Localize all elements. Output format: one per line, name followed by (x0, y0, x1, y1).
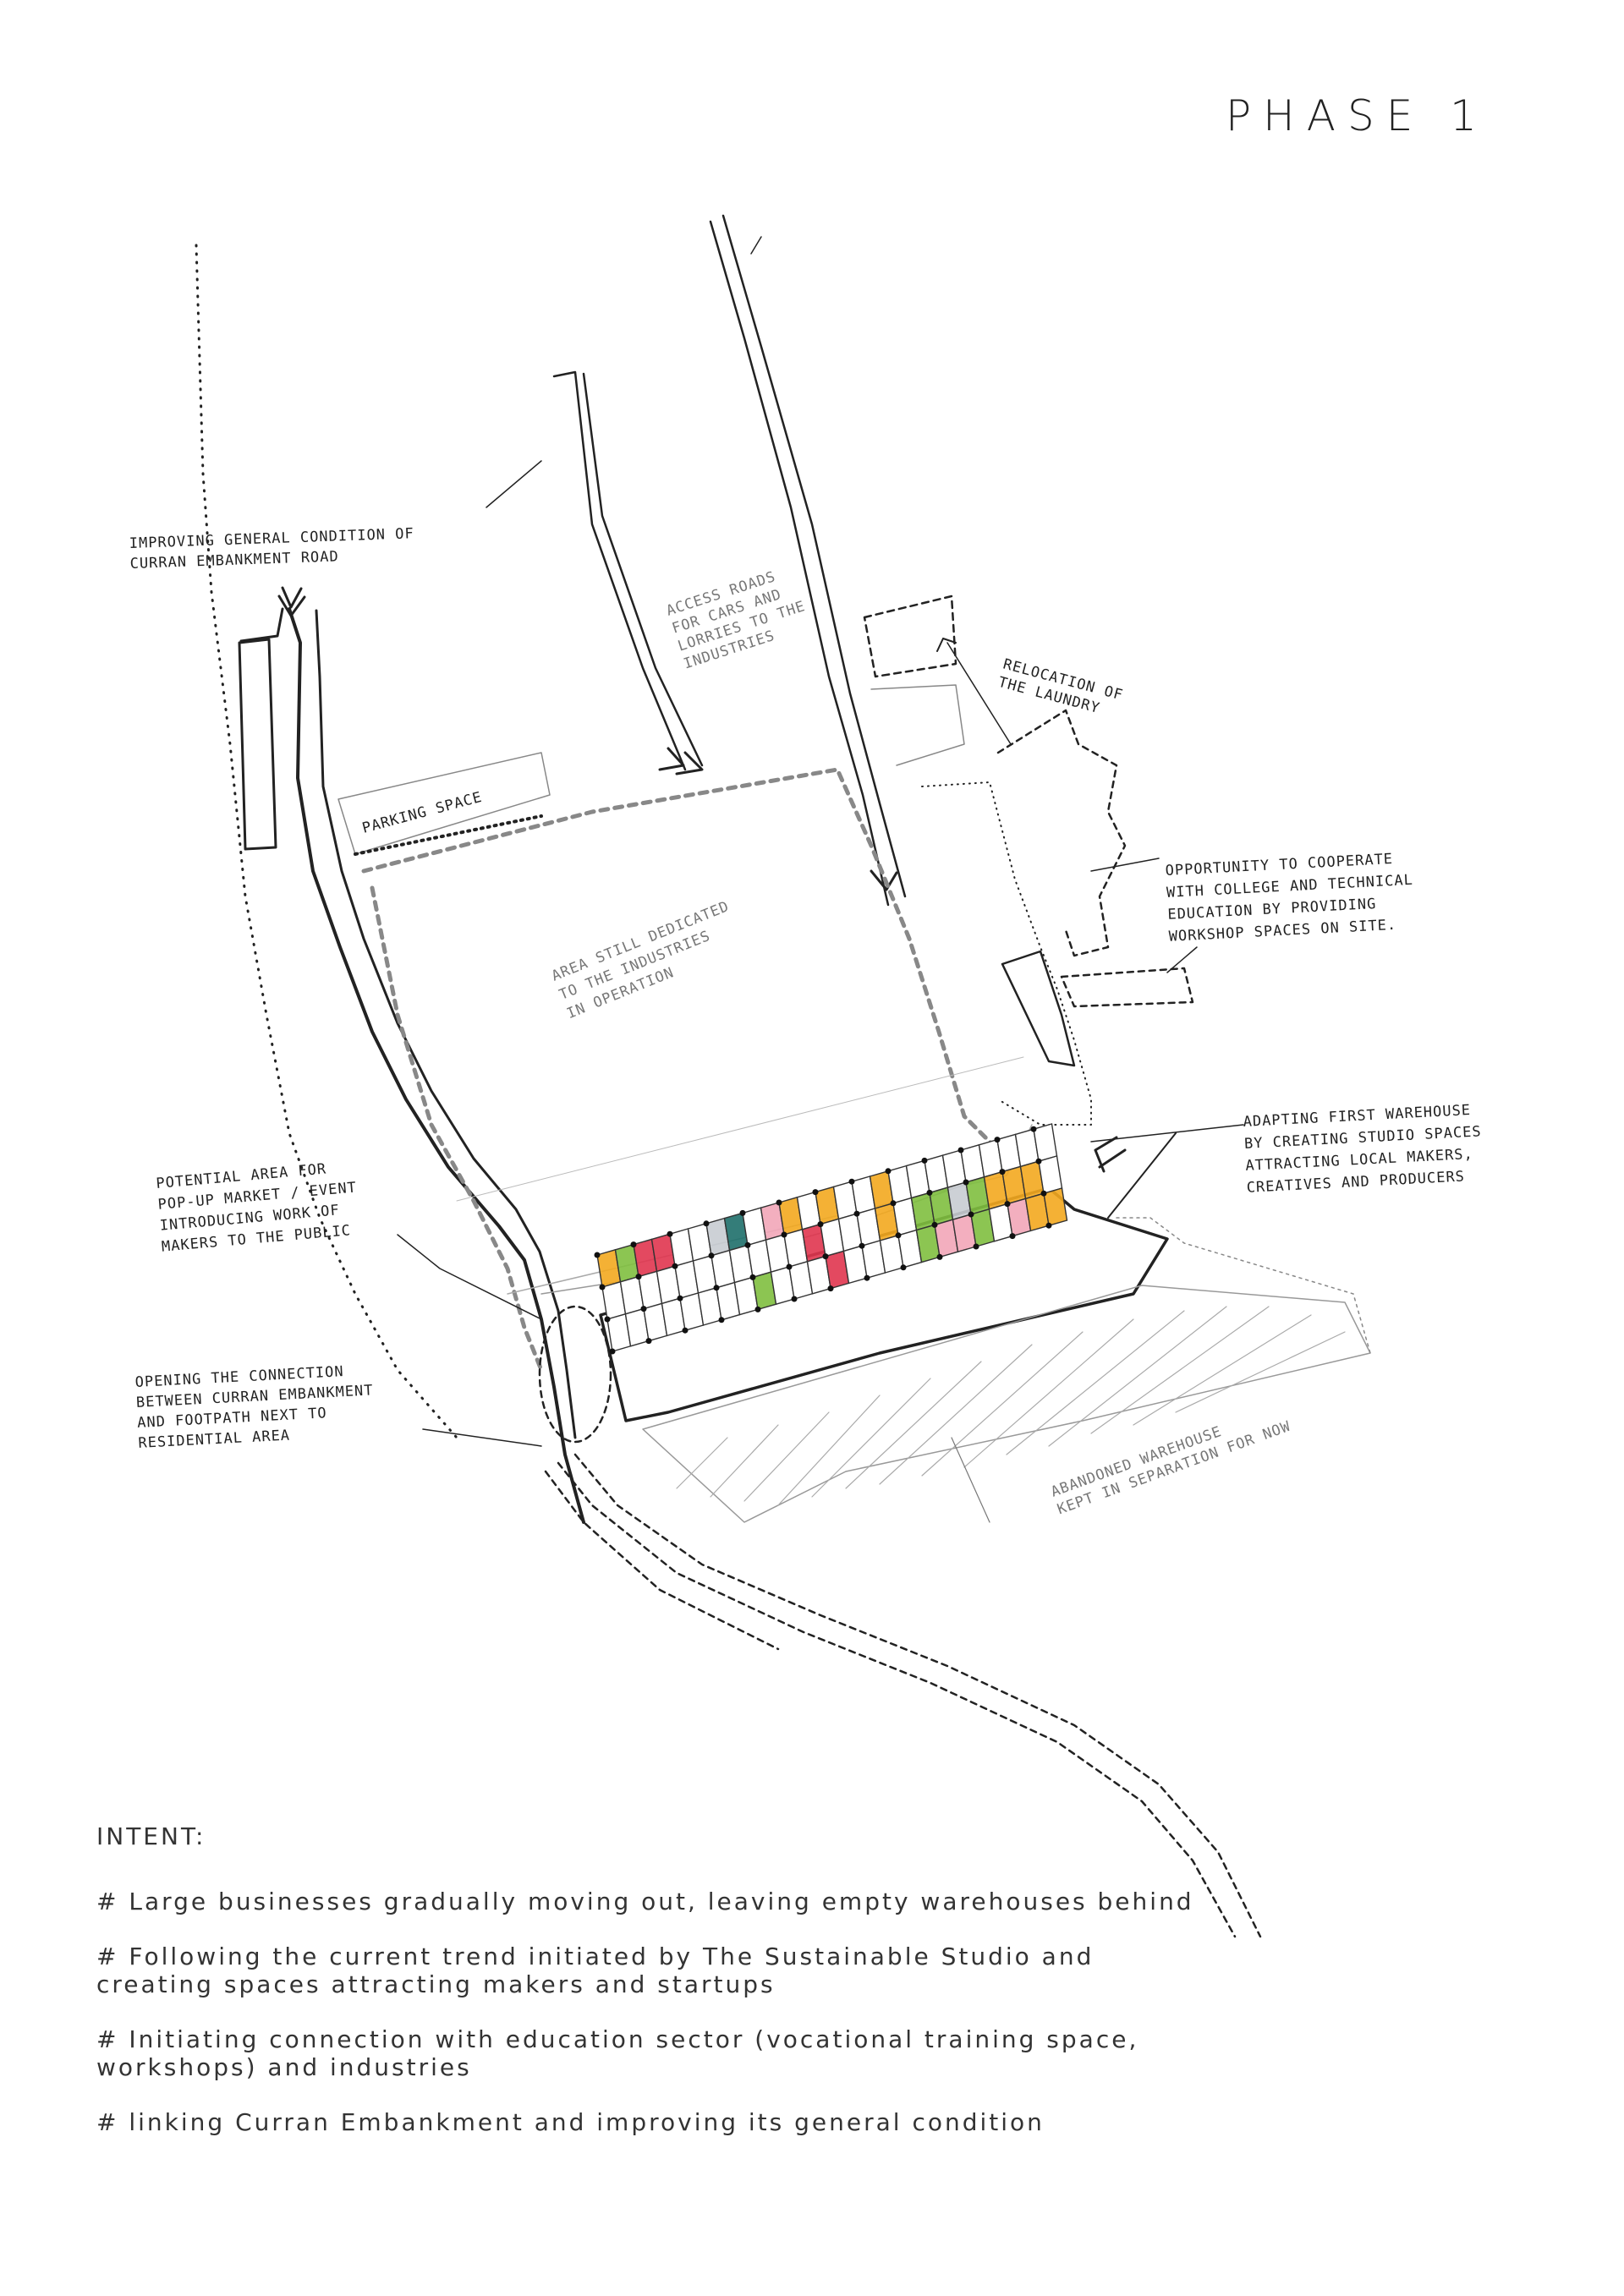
parking-area (337, 752, 551, 855)
column-post (936, 1253, 943, 1260)
column-post (635, 1274, 642, 1280)
column-post (1035, 1158, 1042, 1164)
column-post (827, 1285, 834, 1292)
footpath-dashed (557, 1461, 1237, 1938)
road-arrow-icon (277, 586, 306, 617)
college-area-dashed (996, 709, 1127, 957)
studio-grid (594, 1123, 1068, 1355)
column-post (973, 1243, 979, 1250)
column-post (754, 1306, 761, 1312)
intent-item: # Following the current trend initiated … (96, 1943, 1095, 1998)
column-post (781, 1231, 787, 1238)
column-post (667, 1230, 673, 1237)
note-parking: PARKING SPACE (360, 789, 484, 837)
column-post (900, 1264, 907, 1271)
column-post (853, 1210, 860, 1217)
access-road-left (552, 370, 687, 771)
warehouse-arrow-icon (1094, 1136, 1127, 1173)
column-post (718, 1317, 725, 1323)
column-post (999, 1169, 1006, 1175)
column-post (713, 1285, 720, 1291)
column-post (645, 1338, 652, 1345)
column-post (672, 1263, 678, 1269)
note-road-line-1: IMPROVING GENERAL CONDITION OF (129, 525, 414, 552)
column-post (931, 1221, 938, 1228)
column-post (1030, 1126, 1037, 1132)
column-post (708, 1252, 715, 1259)
column-post (822, 1253, 829, 1260)
column-post (968, 1211, 974, 1218)
column-post (957, 1147, 964, 1153)
column-post (921, 1157, 928, 1164)
column-post (1009, 1233, 1016, 1240)
note-warehouse: ADAPTING FIRST WAREHOUSE BY CREATING STU… (1243, 1102, 1482, 1197)
column-post (677, 1295, 683, 1301)
note-connection-line-4: RESIDENTIAL AREA (138, 1427, 291, 1452)
curran-embankment-road (288, 607, 585, 1524)
column-post (744, 1241, 751, 1248)
intent-heading: INTENT: (96, 1822, 206, 1850)
column-post (848, 1178, 855, 1185)
intent-item: # linking Curran Embankment and improvin… (96, 2108, 1045, 2136)
column-post (640, 1306, 647, 1312)
column-post (630, 1241, 637, 1248)
note-road: IMPROVING GENERAL CONDITION OF CURRAN EM… (129, 525, 414, 573)
note-laundry: RELOCATION OF THE LAUNDRY (996, 656, 1125, 718)
column-post (609, 1348, 616, 1355)
note-industries: AREA STILL DEDICATED TO THE INDUSTRIES I… (549, 898, 732, 1022)
college-block (1001, 950, 1076, 1067)
page-title: PHASE 1 (1226, 91, 1489, 140)
column-post (864, 1274, 870, 1281)
intent-item: # Initiating connection with education s… (96, 2025, 1139, 2081)
note-connection: OPENING THE CONNECTION BETWEEN CURRAN EM… (134, 1363, 374, 1452)
column-post (890, 1200, 897, 1207)
note-abandoned: ABANDONED WAREHOUSE KEPT IN SEPARATION F… (1049, 1418, 1293, 1519)
column-post (994, 1137, 1001, 1143)
note-access: ACCESS ROADS FOR CARS AND LORRIES TO THE… (664, 568, 807, 672)
access-road-right (709, 220, 890, 907)
column-post (682, 1327, 689, 1334)
column-post (594, 1252, 601, 1258)
note-college: OPPORTUNITY TO COOPERATE WITH COLLEGE AN… (1165, 851, 1413, 945)
column-post (749, 1274, 756, 1280)
column-post (604, 1316, 611, 1323)
column-post (817, 1221, 824, 1228)
popup-market-area (538, 1305, 612, 1444)
column-post (859, 1242, 865, 1249)
column-post (895, 1232, 902, 1239)
access-arrow-icon (658, 747, 898, 891)
intent-section: INTENT: # Large businesses gradually mov… (96, 1822, 1196, 2163)
note-parking-text: PARKING SPACE (360, 789, 484, 837)
column-post (739, 1209, 746, 1216)
column-post (791, 1296, 798, 1302)
intent-item: # Large businesses gradually moving out,… (96, 1888, 1194, 1915)
note-road-line-2: CURRAN EMBANKMENT ROAD (129, 548, 339, 573)
column-post (1004, 1201, 1011, 1208)
laundry-box-dashed (863, 595, 957, 678)
abandoned-warehouse (642, 1285, 1371, 1523)
industry-area-dashed (361, 767, 1018, 1170)
column-post (812, 1189, 819, 1196)
note-market: POTENTIAL AREA FOR POP-UP MARKET / EVENT… (156, 1160, 358, 1255)
column-post (703, 1220, 710, 1227)
column-post (599, 1284, 606, 1290)
column-post (963, 1179, 969, 1186)
note-abandoned-line-2: KEPT IN SEPARATION FOR NOW (1055, 1418, 1292, 1519)
column-post (1045, 1222, 1052, 1229)
residential-block-left (238, 638, 277, 851)
column-post (786, 1263, 793, 1270)
column-post (776, 1199, 782, 1206)
column-post (885, 1168, 892, 1175)
column-post (1040, 1190, 1047, 1197)
column-post (926, 1189, 933, 1196)
studio-cell-orange (1043, 1187, 1068, 1227)
